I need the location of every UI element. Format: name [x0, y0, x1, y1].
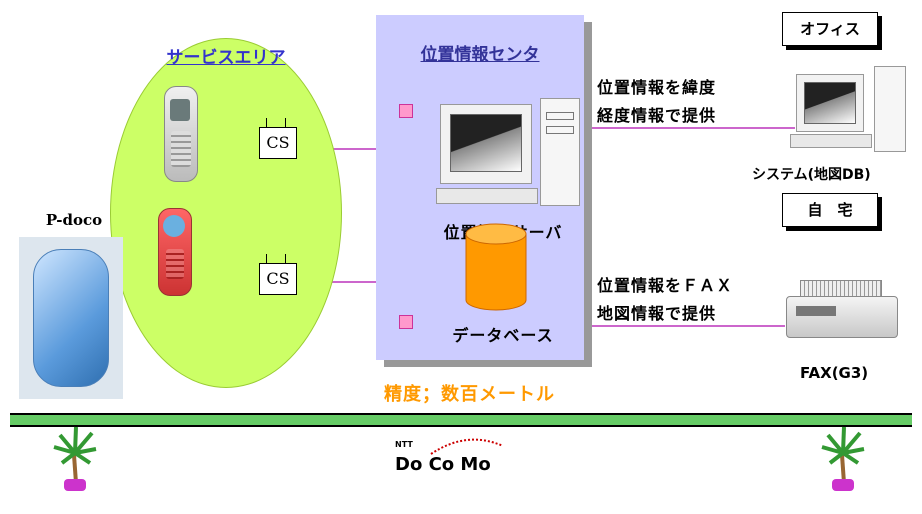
- fax-machine-icon: [786, 280, 902, 342]
- server-computer-icon: [436, 98, 584, 210]
- office-desc-line1: 位置情報を緯度: [597, 78, 717, 97]
- pdoco-label: P-doco: [45, 211, 103, 229]
- ground-band: [10, 413, 912, 427]
- office-tag: オフィス: [782, 12, 878, 46]
- mobile-phone-icon: [164, 86, 198, 182]
- logo-main: Do Co Mo: [395, 454, 491, 475]
- docomo-logo: NTT Do Co Mo: [395, 436, 525, 486]
- office-desc-line2: 経度情報で提供: [597, 106, 717, 125]
- home-desc-line2: 地図情報で提供: [597, 304, 717, 323]
- antenna-icon: [266, 254, 267, 263]
- service-area-label: サービスエリア: [166, 48, 286, 68]
- database-icon: [465, 223, 527, 311]
- home-desc-line1: 位置情報をＦＡＸ: [597, 276, 734, 295]
- cs-station: CS: [259, 127, 297, 159]
- home-tag: 自 宅: [782, 193, 878, 227]
- office-system-label: システム(地図DB): [752, 167, 871, 183]
- bus-node: [399, 104, 413, 118]
- office-computer-icon: [790, 66, 910, 156]
- cs-station: CS: [259, 263, 297, 295]
- palm-tree-icon: [821, 426, 865, 491]
- fax-label: FAX(G3): [800, 364, 869, 382]
- antenna-icon: [266, 118, 267, 127]
- pdoco-device-icon: [19, 237, 123, 399]
- palm-tree-icon: [53, 426, 97, 491]
- antenna-icon: [285, 254, 286, 263]
- bus-node: [399, 315, 413, 329]
- logo-arc-icon: [430, 438, 504, 455]
- logo-ntt: NTT: [395, 440, 413, 449]
- precision-label: 精度；数百メートル: [384, 384, 555, 405]
- location-center-label: 位置情報センタ: [420, 45, 540, 65]
- mobile-phone-icon: [158, 208, 192, 296]
- antenna-icon: [285, 118, 286, 127]
- service-area-ellipse: [110, 38, 342, 388]
- database-label: データベース: [452, 326, 554, 345]
